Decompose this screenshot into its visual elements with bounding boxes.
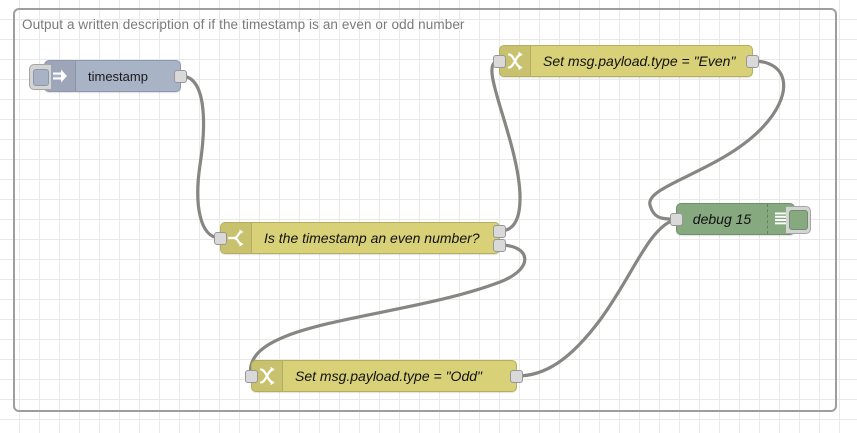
- change-shuffle-icon: [500, 46, 531, 76]
- change-even-output-port[interactable]: [746, 55, 759, 68]
- node-switch-label: Is the timestamp an even number?: [264, 230, 480, 246]
- node-debug-label: debug 15: [692, 211, 752, 227]
- change-odd-input-port[interactable]: [245, 370, 258, 383]
- switch-output-port-0[interactable]: [493, 225, 506, 238]
- switch-output-port-1[interactable]: [493, 239, 506, 252]
- inject-output-port-0[interactable]: [174, 70, 187, 83]
- flow-group-label: Output a written description of if the t…: [22, 17, 465, 32]
- node-switch-even[interactable]: Is the timestamp an even number?: [214, 222, 506, 254]
- node-debug-15[interactable]: debug 15: [670, 203, 811, 235]
- change-even-input-port[interactable]: [493, 55, 506, 68]
- debug-input-port[interactable]: [670, 213, 683, 226]
- inject-trigger-button[interactable]: [29, 64, 51, 90]
- debug-enable-toggle[interactable]: [786, 206, 811, 234]
- node-change-odd-label: Set msg.payload.type = "Odd": [295, 368, 482, 384]
- wire-switch-odd-to-change-odd: [249, 243, 527, 378]
- node-inject-label: timestamp: [88, 68, 148, 84]
- node-change-even[interactable]: Set msg.payload.type = "Even": [493, 45, 759, 77]
- change-odd-output-port[interactable]: [510, 370, 523, 383]
- node-inject-timestamp[interactable]: timestamp: [29, 60, 187, 92]
- wire-change-even-to-debug: [648, 59, 786, 221]
- debug-lines-icon: [767, 204, 794, 234]
- debug-enable-toggle-inner: [788, 210, 808, 230]
- inject-trigger-button-inner: [32, 68, 49, 86]
- node-change-even-label: Set msg.payload.type = "Even": [543, 53, 736, 69]
- wire-inject-to-switch: [179, 74, 222, 240]
- wire-switch-even-to-change-even: [490, 59, 522, 233]
- node-change-odd[interactable]: Set msg.payload.type = "Odd": [245, 360, 523, 392]
- wire-change-odd-to-debug: [515, 217, 678, 378]
- switch-input-port[interactable]: [214, 232, 227, 245]
